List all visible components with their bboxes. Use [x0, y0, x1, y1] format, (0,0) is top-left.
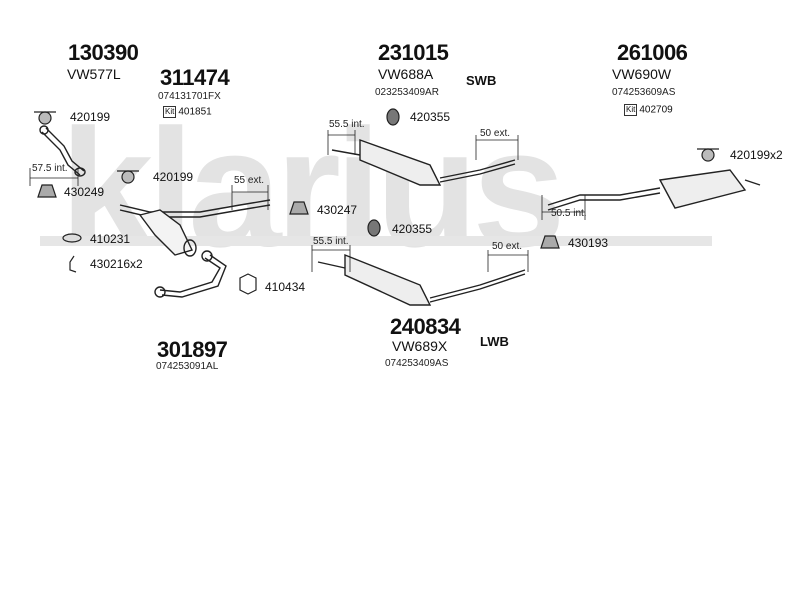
oem-ref-074253091al: 074253091AL — [156, 361, 219, 372]
part-code-vw688a: VW688A — [378, 66, 434, 82]
oem-ref-074253609as: 074253609AS — [612, 87, 676, 98]
fitting-430249: 430249 — [64, 185, 105, 199]
watermark-underline — [40, 236, 712, 246]
part-number-301897: 301897 — [157, 337, 228, 362]
rubber-mount-icon — [386, 108, 400, 126]
dimension-label: 57.5 int. — [32, 163, 68, 174]
fitting-430216x2: 430216x2 — [90, 257, 143, 271]
swb-tag: SWB — [466, 73, 497, 88]
rear-silencer-drawing — [541, 169, 761, 220]
rubber-mount-icon — [367, 219, 381, 237]
fitting-420355: 420355 — [410, 110, 451, 124]
fitting-410231: 410231 — [90, 232, 131, 246]
hanger-icon — [34, 111, 56, 125]
oem-ref-023253409ar: 023253409AR — [375, 87, 439, 98]
fitting-420199: 420199 — [70, 110, 111, 124]
lwb-silencer-drawing — [311, 245, 529, 306]
swb-silencer-drawing — [327, 130, 519, 186]
front-pipe-drawing — [29, 125, 86, 186]
bracket-icon — [69, 255, 77, 273]
clamp-icon — [540, 235, 560, 249]
part-number-311474: 311474 — [160, 65, 230, 90]
oem-ref-074131701fx: 074131701FX — [158, 91, 221, 102]
fitting-410434: 410434 — [265, 280, 306, 294]
part-code-vw689x: VW689X — [392, 338, 448, 354]
part-number-231015: 231015 — [378, 40, 449, 65]
downpipe-drawing — [154, 250, 227, 298]
fitting-420199: 420199 — [153, 170, 194, 184]
hanger-icon — [697, 148, 719, 162]
kit-label: Kit — [624, 104, 638, 116]
dimension-label: 55.5 int. — [329, 119, 365, 130]
hanger-icon — [117, 170, 139, 184]
oem-ref-074253409as: 074253409AS — [385, 358, 449, 369]
fitting-430193: 430193 — [568, 236, 609, 250]
dimension-label: 50 ext. — [480, 128, 511, 139]
kit-number: 401851 — [178, 106, 212, 118]
part-code-vw690w: VW690W — [612, 66, 672, 82]
fitting-420355: 420355 — [392, 222, 433, 236]
kit-label: Kit — [163, 106, 177, 118]
part-code-vw577l: VW577L — [67, 66, 121, 82]
part-number-261006: 261006 — [617, 40, 688, 65]
catalyst-drawing — [119, 185, 271, 257]
fitting-420199x2: 420199x2 — [730, 148, 783, 162]
gasket-icon — [62, 233, 82, 243]
part-number-240834: 240834 — [390, 314, 461, 339]
dimension-label: 55 ext. — [234, 175, 265, 186]
dimension-label: 50 ext. — [492, 241, 523, 252]
clamp-icon — [37, 184, 57, 198]
fitting-430247: 430247 — [317, 203, 358, 217]
part-number-130390: 130390 — [68, 40, 139, 65]
watermark-text: klarius — [60, 94, 560, 282]
dimension-label: 50.5 int. — [551, 208, 587, 219]
lwb-tag: LWB — [480, 334, 509, 349]
gasket-icon — [239, 273, 257, 295]
dimension-label: 55.5 int. — [313, 236, 349, 247]
kit-number: 402709 — [639, 104, 673, 116]
clamp-icon — [289, 201, 309, 215]
